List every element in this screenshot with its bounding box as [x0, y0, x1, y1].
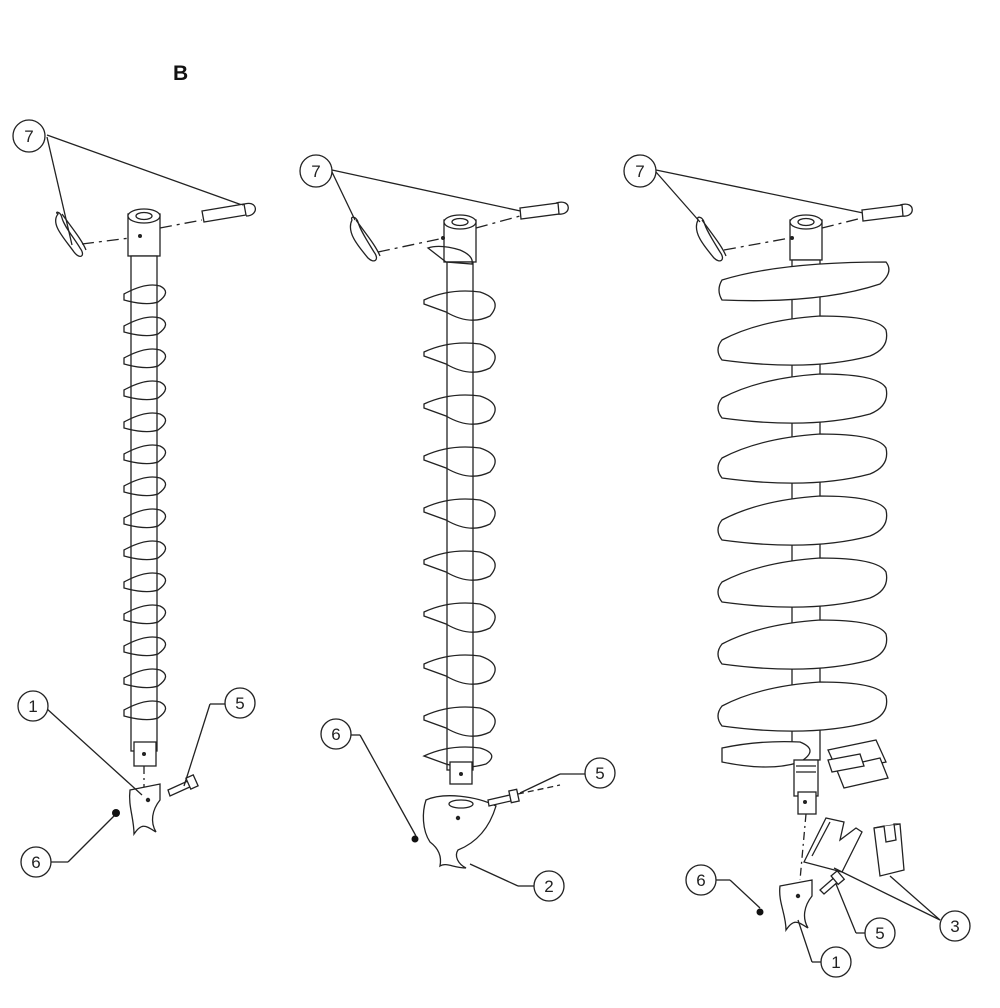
medium-auger: 7 — [299, 154, 616, 902]
callout-label-1: 1 — [831, 953, 840, 972]
callout-1: 1 — [17, 690, 143, 796]
narrow-auger-flights — [123, 284, 167, 721]
callout-label-6: 6 — [31, 853, 40, 872]
callout-label-7: 7 — [635, 162, 644, 181]
wide-auger: 7 — [623, 154, 971, 978]
callout-label-5: 5 — [595, 764, 604, 783]
callout-7: 7 — [12, 119, 243, 246]
hitch-pin-clip — [695, 216, 727, 262]
narrow-auger: 7 — [12, 119, 256, 878]
callout-1: 1 — [797, 919, 852, 978]
callout-label-1: 1 — [28, 697, 37, 716]
callout-label-6: 6 — [696, 871, 705, 890]
wide-auger-flights — [717, 261, 890, 768]
callout-label-2: 2 — [544, 877, 553, 896]
callout-6: 6 — [20, 815, 115, 878]
callout-3: 3 — [939, 910, 971, 942]
callout-label-6: 6 — [331, 725, 340, 744]
hitch-pin-clip — [55, 211, 87, 257]
hitch-pin-clip — [349, 216, 381, 262]
callout-6: 6 — [320, 718, 417, 837]
callout-5: 5 — [835, 883, 896, 949]
callout-5: 5 — [183, 687, 256, 787]
section-letter: B — [173, 62, 189, 85]
clevis-pin — [201, 202, 256, 223]
callout-label-3: 3 — [950, 917, 959, 936]
callout-label-7: 7 — [311, 162, 320, 181]
callout-7: 7 — [299, 154, 526, 221]
callout-7: 7 — [623, 154, 869, 223]
callout-6: 6 — [685, 864, 761, 909]
callout-label-5: 5 — [235, 694, 244, 713]
callout-5: 5 — [519, 757, 616, 794]
callout-label-5: 5 — [875, 924, 884, 943]
clevis-pin — [519, 201, 569, 220]
callout-2: 2 — [469, 863, 565, 902]
clevis-pin — [861, 203, 913, 222]
replacement-teeth — [803, 817, 941, 921]
callout-label-7: 7 — [24, 127, 33, 146]
